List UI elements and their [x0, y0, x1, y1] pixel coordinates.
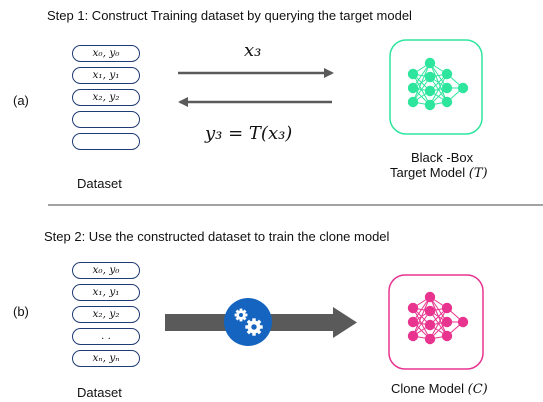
panel-label-a: (a): [13, 93, 29, 108]
dataset-a-entry-0: x₀, y₀: [72, 45, 140, 62]
clone-network-icon: [407, 291, 469, 345]
network-node: [441, 302, 453, 314]
network-node: [407, 68, 419, 80]
training-arrow-head: [333, 307, 357, 338]
network-edge: [429, 307, 448, 340]
query-arrow-label: x₃: [244, 40, 262, 61]
dataset-b-entry-3: . .: [72, 328, 140, 345]
network-node: [424, 57, 436, 69]
clone-model-symbol: (C): [467, 382, 488, 397]
network-edge: [412, 62, 431, 103]
dataset-a-entry-1: x₁, y₁: [72, 67, 140, 84]
network-edge: [429, 73, 448, 106]
target-model-label-line1: Black -Box: [411, 150, 474, 165]
network-node: [441, 82, 453, 94]
network-node: [407, 316, 419, 328]
response-arrow-label: y₃ = T(x₃): [205, 123, 293, 144]
network-node: [424, 333, 436, 345]
network-node: [424, 85, 436, 97]
network-node: [407, 302, 419, 314]
network-node: [424, 291, 436, 303]
dataset-a-entry-2: x₂, y₂: [72, 89, 140, 106]
network-node: [457, 82, 469, 94]
network-node: [457, 316, 469, 328]
network-node: [441, 316, 453, 328]
target-network-icon: [407, 57, 469, 111]
clone-model-box: [388, 274, 484, 370]
clone-model-label: Clone Model (C): [391, 381, 488, 397]
dataset-a-entry-4: [72, 133, 140, 150]
panel-label-b: (b): [13, 304, 29, 319]
dataset-b-entry-2: x₂, y₂: [72, 306, 140, 323]
dataset-b-label: Dataset: [77, 385, 122, 400]
target-model-label-line2: Target Model (T): [390, 165, 488, 181]
network-node: [407, 330, 419, 342]
network-node: [424, 71, 436, 83]
network-node: [424, 319, 436, 331]
network-node: [424, 99, 436, 111]
network-node: [441, 330, 453, 342]
network-node: [441, 96, 453, 108]
network-node: [441, 68, 453, 80]
step2-title: Step 2: Use the constructed dataset to t…: [44, 229, 390, 244]
step1-title: Step 1: Construct Training dataset by qu…: [47, 8, 412, 23]
dataset-a-label: Dataset: [77, 176, 122, 191]
gear-icon: [224, 298, 272, 346]
dataset-a-entry-3: [72, 111, 140, 128]
target-model-box: [389, 39, 483, 135]
network-node: [407, 82, 419, 94]
network-edge: [412, 296, 431, 337]
network-node: [424, 305, 436, 317]
network-node: [407, 96, 419, 108]
dataset-b-entry-1: x₁, y₁: [72, 284, 140, 301]
target-model-symbol: (T): [468, 166, 488, 181]
dataset-b-entry-4: xₙ, yₙ: [72, 350, 140, 367]
dataset-b-entry-0: x₀, y₀: [72, 262, 140, 279]
